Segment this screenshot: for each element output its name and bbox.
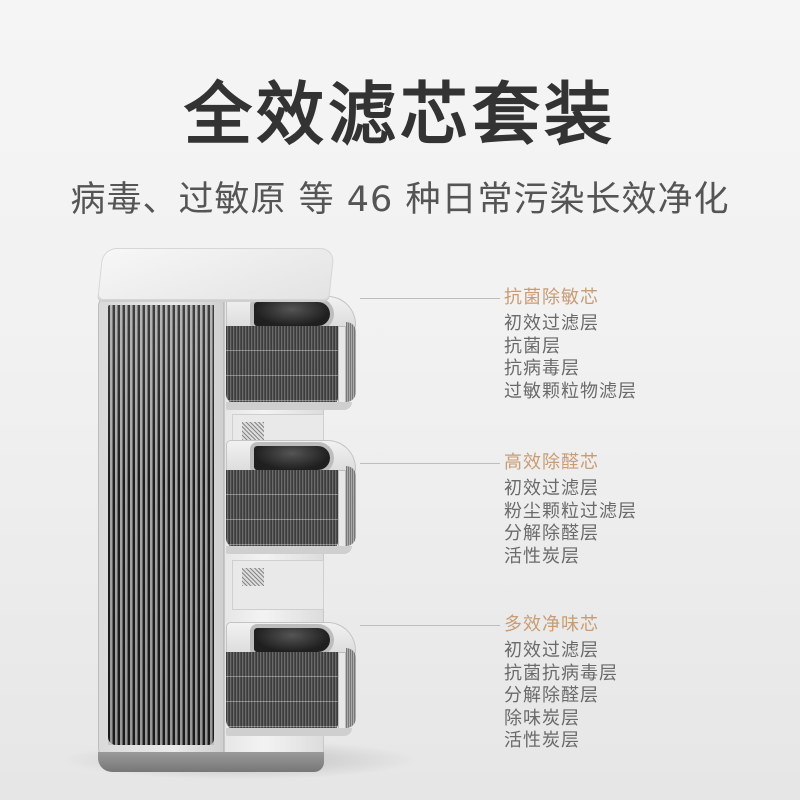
leader-line xyxy=(360,625,500,626)
filter-mesh xyxy=(226,652,338,730)
filter-clip xyxy=(338,652,346,730)
filter-layer-list: 初效过滤层 抗菌层 抗病毒层 过敏颗粒物滤层 xyxy=(504,313,637,403)
vent-icon xyxy=(242,568,264,586)
filter-layer: 活性炭层 xyxy=(504,545,580,567)
filter-layer: 抗病毒层 xyxy=(504,358,580,379)
filter-side xyxy=(346,648,356,728)
filter-layer: 除味炭层 xyxy=(504,707,580,729)
filter-mesh xyxy=(226,326,338,404)
filter-layer: 分解除醛层 xyxy=(504,685,599,706)
filter-layer: 初效过滤层 xyxy=(504,478,599,499)
page-title: 全效滤芯套装 xyxy=(183,76,616,155)
leader-line xyxy=(360,298,500,299)
filter-layer: 初效过滤层 xyxy=(504,313,599,334)
filter-rim xyxy=(226,402,352,410)
purifier-air-intake-grille xyxy=(108,305,214,745)
filter-rim xyxy=(226,546,352,554)
filter-core-opening xyxy=(254,628,330,652)
page-subtitle: 病毒、过敏原 等 46 种日常污染长效净化 xyxy=(70,180,730,220)
filter-clip xyxy=(338,470,346,548)
filter-heading: 多效净味芯 xyxy=(504,614,599,635)
filter-heading: 高效除醛芯 xyxy=(504,452,599,473)
filter-heading: 抗菌除敏芯 xyxy=(504,287,599,308)
filter-layer-list: 初效过滤层 粉尘颗粒过滤层 分解除醛层 活性炭层 xyxy=(504,478,637,568)
filter-bay-2 xyxy=(232,560,324,610)
filter-layer: 抗菌抗病毒层 xyxy=(504,662,618,684)
filter-layer: 粉尘颗粒过滤层 xyxy=(504,500,637,522)
filter-layer: 初效过滤层 xyxy=(504,640,599,661)
vent-icon xyxy=(242,422,264,440)
filter-rim xyxy=(226,728,352,736)
filter-side xyxy=(346,466,356,546)
filter-layer: 过敏颗粒物滤层 xyxy=(504,380,637,402)
purifier-top-lid xyxy=(97,248,335,300)
filter-mesh xyxy=(226,470,338,548)
filter-layer: 活性炭层 xyxy=(504,730,580,751)
filter-core-opening xyxy=(254,446,330,470)
filter-side xyxy=(346,322,356,402)
filter-layer-list: 初效过滤层 抗菌抗病毒层 分解除醛层 除味炭层 活性炭层 xyxy=(504,640,618,753)
filter-layer: 分解除醛层 xyxy=(504,523,599,544)
filter-clip xyxy=(338,326,346,404)
filter-core-opening xyxy=(254,302,330,326)
filter-layer: 抗菌层 xyxy=(504,335,561,357)
leader-line xyxy=(360,463,500,464)
purifier-base xyxy=(98,752,324,772)
